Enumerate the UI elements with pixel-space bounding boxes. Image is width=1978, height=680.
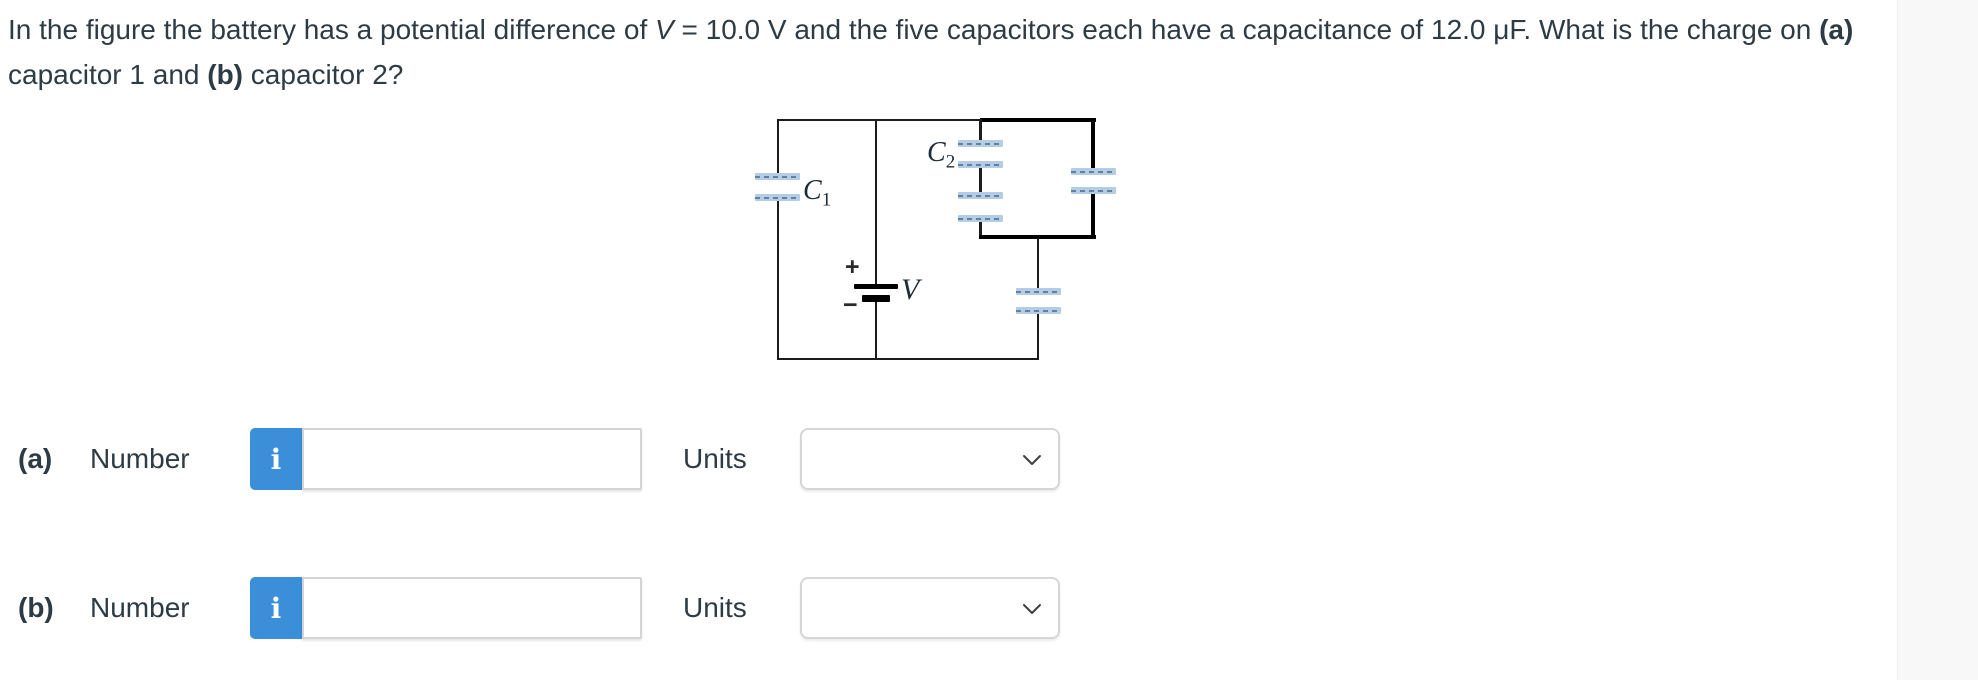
question-part1: In the figure the battery has a potentia…	[8, 14, 656, 45]
wire-subloop-bottom	[979, 235, 1096, 239]
wire-battery-lower	[875, 297, 877, 360]
right-gutter-panel	[1897, 0, 1978, 680]
row-a-units-label: Units	[683, 443, 747, 474]
capacitor4-plate-bottom	[1071, 187, 1116, 194]
wire-bottom	[777, 358, 1039, 360]
answer-row-a: (a) Number i Units	[0, 428, 1100, 490]
row-b-units-select[interactable]	[800, 577, 1060, 639]
wire-bottomcap-lower	[1037, 313, 1039, 360]
wire-c2-mid	[979, 167, 982, 194]
wire-left-upper	[777, 119, 779, 173]
wire-top	[778, 119, 981, 121]
battery-plus-sign: +	[845, 253, 860, 281]
capacitor2-label: C2	[927, 137, 956, 173]
question-text: In the figure the battery has a potentia…	[8, 8, 1888, 98]
capacitor5-plate-bottom	[1016, 307, 1061, 314]
battery-plate-short	[862, 295, 890, 302]
row-b-info-button[interactable]: i	[250, 577, 302, 639]
part-a-label: (a)	[1819, 14, 1854, 45]
row-b-prefix: (b)	[18, 592, 54, 623]
wire-right-lower	[1091, 193, 1095, 238]
row-a-prefix: (a)	[18, 443, 53, 474]
wire-bottomcap-upper	[1037, 238, 1039, 289]
wire-c2-bottom	[979, 221, 982, 237]
capacitor2-plate-top	[958, 140, 1003, 147]
wire-left-lower	[777, 195, 779, 360]
capacitor3-plate-bottom	[958, 215, 1003, 222]
capacitor5-plate-top	[1016, 288, 1061, 295]
row-b-number-label: Number	[90, 592, 190, 623]
row-b-units-label: Units	[683, 592, 747, 623]
row-a-units-select[interactable]	[800, 428, 1060, 490]
row-a-info-button[interactable]: i	[250, 428, 302, 490]
info-icon: i	[270, 591, 282, 625]
battery-plate-long	[854, 284, 898, 289]
chevron-down-icon	[1023, 455, 1041, 465]
capacitor4-plate-top	[1071, 168, 1116, 175]
row-a-number-label: Number	[90, 443, 190, 474]
voltage-symbol: V	[655, 14, 674, 45]
wire-battery-upper	[875, 119, 877, 286]
wire-top-thick	[980, 118, 1096, 122]
row-b-number-input[interactable]	[302, 577, 642, 639]
question-part4: capacitor 2?	[243, 58, 404, 90]
question-part3: capacitor 1 and	[8, 58, 208, 90]
question-part2: = 10.0 V and the five capacitors each ha…	[673, 14, 1820, 45]
row-a-number-input[interactable]	[302, 428, 642, 490]
battery-minus-sign: −	[843, 291, 858, 319]
capacitor1-plate-top	[755, 173, 800, 180]
part-b-label: (b)	[207, 58, 244, 90]
answer-row-b: (b) Number i Units	[0, 577, 1100, 639]
battery-voltage-label: V	[901, 273, 920, 306]
wire-right-upper	[1091, 118, 1095, 169]
capacitor3-plate-top	[958, 192, 1003, 199]
capacitor1-label: C1	[803, 175, 832, 211]
info-icon: i	[270, 442, 282, 476]
wire-c2-top	[979, 119, 982, 141]
capacitor2-plate-bottom	[958, 161, 1003, 168]
chevron-down-icon	[1023, 604, 1041, 614]
capacitor1-plate-bottom	[755, 194, 800, 201]
circuit-diagram: + − C1 C2 V	[755, 95, 1135, 375]
